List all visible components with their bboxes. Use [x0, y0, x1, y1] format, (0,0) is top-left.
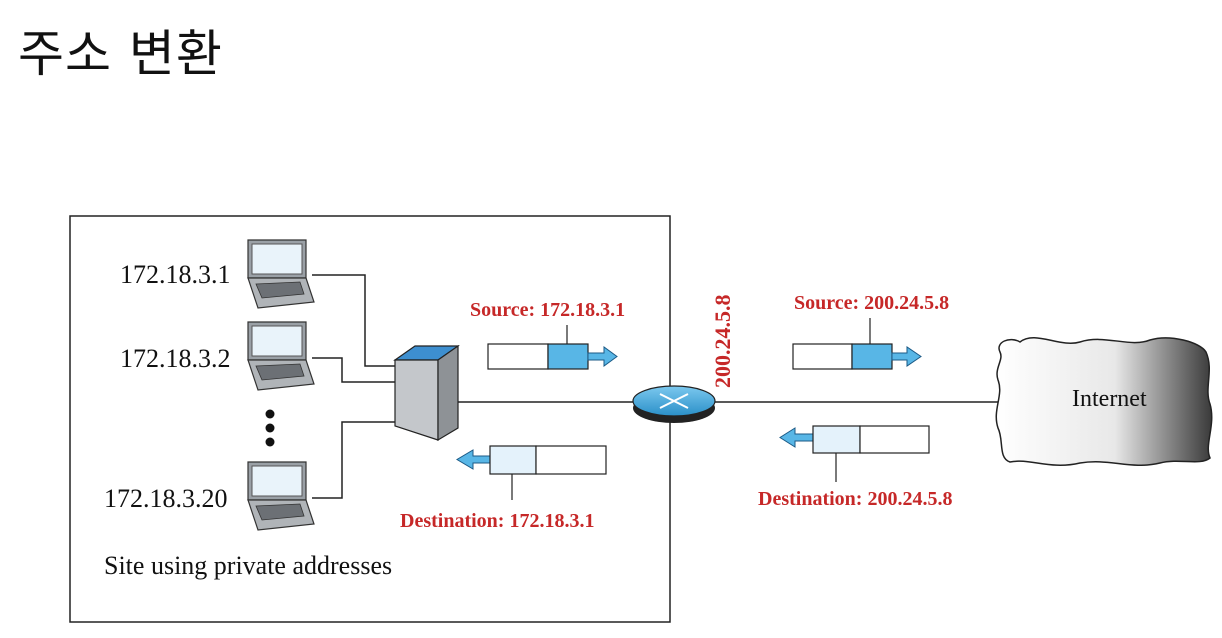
switch-icon — [393, 344, 460, 442]
page-title: 주소 변환 — [18, 25, 223, 83]
destination-label-inside: Destination: 172.18.3.1 — [400, 510, 594, 532]
router-icon — [632, 385, 716, 423]
ellipsis-dots — [265, 409, 275, 447]
source-label-inside: Source: 172.18.3.1 — [470, 299, 625, 321]
laptop-icon — [247, 321, 315, 391]
laptop-icon — [247, 461, 315, 531]
host-ip-label: 172.18.3.1 — [120, 260, 231, 289]
router-ip-label: 200.24.5.8 — [710, 295, 735, 389]
packet-incoming-outside — [779, 425, 930, 482]
internet-label: Internet — [1072, 386, 1147, 412]
source-label-outside: Source: 200.24.5.8 — [794, 292, 949, 314]
packet-incoming-inside — [456, 445, 607, 500]
internet-cloud-icon — [995, 337, 1213, 466]
laptop-icon — [247, 239, 315, 309]
host-ip-label: 172.18.3.20 — [104, 484, 228, 513]
packet-outgoing-outside — [792, 318, 922, 370]
host-ip-label: 172.18.3.2 — [120, 344, 231, 373]
site-label: Site using private addresses — [104, 551, 392, 580]
packet-outgoing-inside — [487, 325, 618, 370]
host-links — [312, 274, 395, 499]
destination-label-outside: Destination: 200.24.5.8 — [758, 488, 952, 510]
